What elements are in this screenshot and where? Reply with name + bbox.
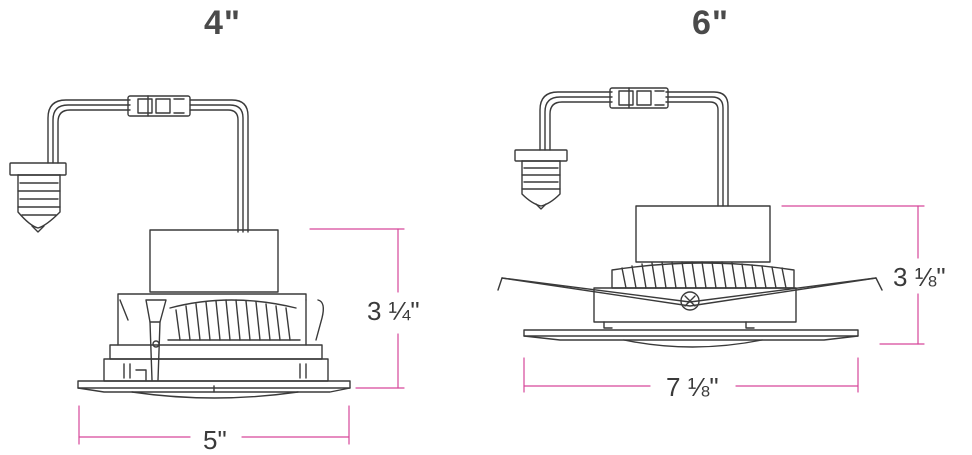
fixture-6in-body — [593, 287, 797, 329]
fixture-4in-wires — [47, 99, 249, 233]
fixture-6in-driver-box — [635, 205, 771, 263]
fixture-6in-dimensions — [523, 205, 925, 393]
fixture-6in-drawing — [497, 87, 883, 348]
size-title-6in: 6" — [692, 4, 730, 42]
fixture-4in-drawing — [9, 95, 351, 399]
fixture-4in-connector — [127, 95, 191, 117]
height-label-4in: 3 ¼" — [367, 296, 420, 326]
fixture-4in-driver-box — [149, 229, 279, 293]
fixture-6in-wires — [539, 91, 729, 207]
fixture-4in-socket-base — [9, 162, 67, 233]
fixture-4in-lower-housing — [103, 344, 329, 382]
fixture-6in-screw — [680, 291, 700, 311]
fixture-4in-dimensions — [78, 228, 405, 445]
fixture-4in-heatsink — [167, 299, 301, 341]
size-title-4in: 4" — [204, 4, 242, 42]
fixture-6in-connector — [609, 87, 669, 109]
fixture-4in-bracket — [117, 293, 325, 346]
fixture-6in-spring-bar — [497, 277, 883, 307]
fixture-4in-spring-clip — [145, 299, 167, 381]
width-label-4in: 5" — [197, 427, 233, 453]
fixture-6in-heatsink — [611, 261, 795, 289]
fixture-6in-socket-base — [514, 149, 568, 210]
height-label-6in: 3 ⅛" — [893, 262, 946, 292]
fixture-4in-trim — [77, 380, 351, 399]
fixture-6in-trim — [523, 329, 859, 348]
width-label-6in: 7 ⅛" — [660, 374, 725, 400]
